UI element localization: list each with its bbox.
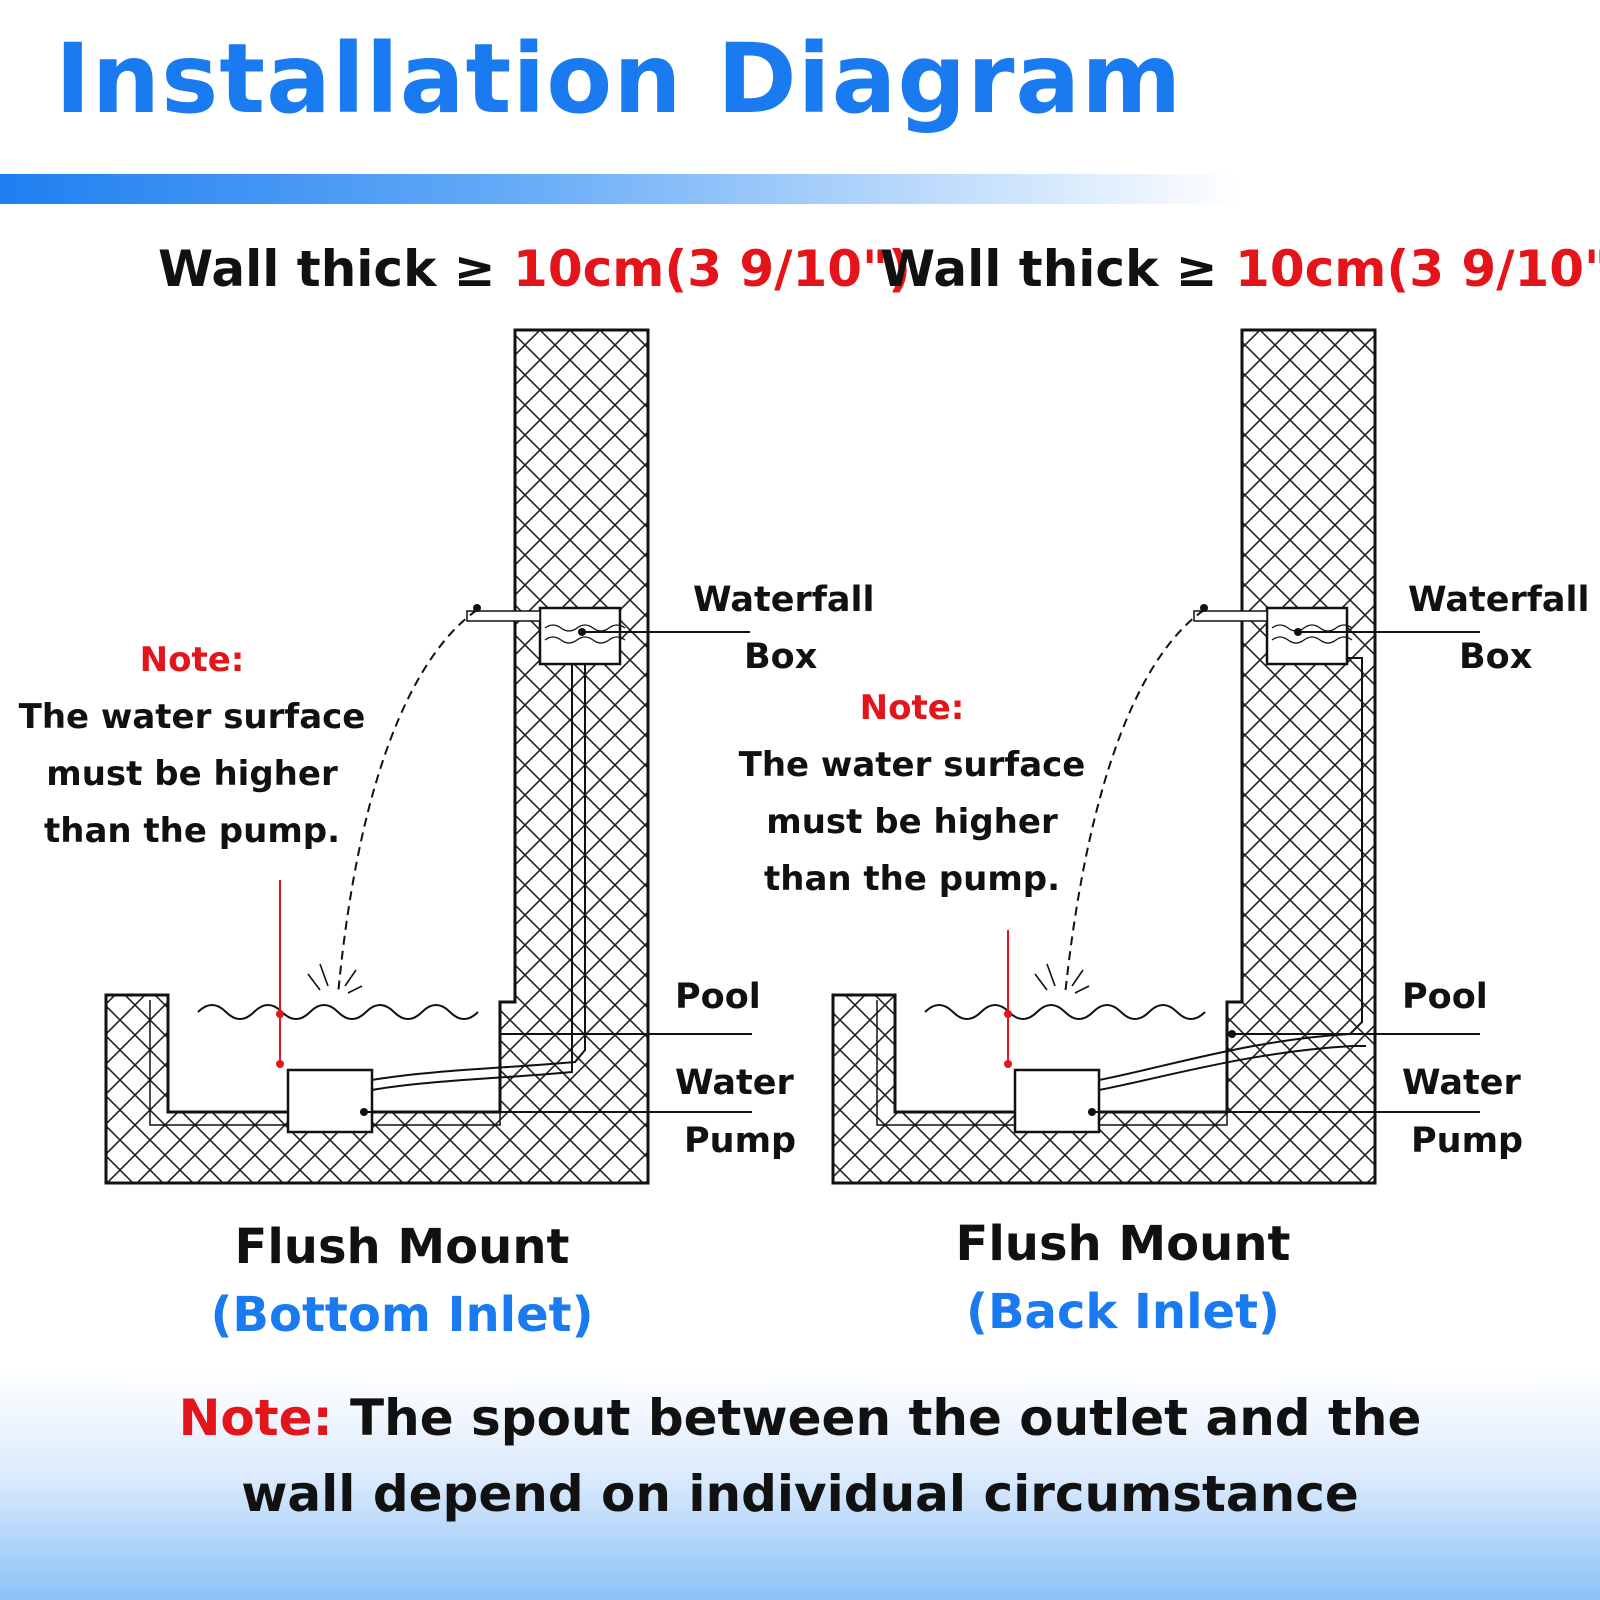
note-water-surface-right: Note: The water surface must be higher t… — [722, 680, 1102, 908]
splash-lines — [1034, 963, 1090, 994]
wall-thickness-label-right: Wall thick ≥ 10cm(3 9/10") — [880, 240, 1600, 298]
diagram-bottom-inlet — [104, 328, 752, 1185]
bottom-note-heading: Note: — [178, 1389, 333, 1447]
water-surface — [924, 1004, 1206, 1020]
water-surface — [197, 1004, 479, 1020]
wall-thickness-prefix: Wall thick ≥ — [158, 240, 514, 298]
caption-back-inlet: Flush Mount (Back Inlet) — [893, 1212, 1353, 1348]
pool-wall-structure — [104, 328, 650, 1185]
wall-thickness-value: 10cm(3 9/10") — [513, 240, 911, 298]
bottom-note-line-2: wall depend on individual circumstance — [241, 1465, 1359, 1523]
water-level-dot-bottom — [276, 1060, 284, 1068]
water-level-dot-bottom — [1004, 1060, 1012, 1068]
caption-title: Flush Mount — [234, 1219, 570, 1275]
note-line: The water surface — [738, 745, 1086, 785]
note-line: than the pump. — [43, 811, 341, 851]
note-line: must be higher — [46, 754, 338, 794]
note-water-surface-left: Note: The water surface must be higher t… — [2, 632, 382, 860]
label-pool: Pool — [675, 977, 761, 1017]
splash-lines — [307, 963, 363, 994]
water-pump — [1013, 1068, 1101, 1134]
waterfall-box-water — [1271, 624, 1353, 644]
waterfall-box — [538, 606, 622, 666]
label-water: Water — [1402, 1063, 1521, 1103]
label-box: Box — [744, 637, 818, 677]
diagram-back-inlet — [831, 328, 1480, 1185]
label-pump: Pump — [684, 1121, 797, 1161]
waterfall-stream — [337, 609, 478, 996]
spout — [466, 610, 541, 622]
caption-bottom-inlet: Flush Mount (Bottom Inlet) — [172, 1215, 632, 1351]
waterfall-stream — [1064, 609, 1205, 996]
label-waterfall: Waterfall — [1408, 580, 1590, 620]
bottom-note-line-1: Note: The spout between the outlet and t… — [0, 1380, 1600, 1456]
bottom-inlet-pipe — [371, 664, 586, 1091]
caption-subtitle: (Bottom Inlet) — [210, 1287, 594, 1343]
water-level-dot-top — [276, 1010, 284, 1018]
spout-tip — [473, 604, 481, 612]
label-pool: Pool — [1402, 977, 1488, 1017]
title-underline-bar — [0, 174, 1240, 204]
pool-wall-structure — [831, 328, 1377, 1185]
label-water: Water — [675, 1063, 794, 1103]
note-line: must be higher — [766, 802, 1058, 842]
note-heading: Note: — [859, 688, 965, 728]
caption-title: Flush Mount — [955, 1216, 1291, 1272]
wall-thickness-label-left: Wall thick ≥ 10cm(3 9/10") — [158, 240, 911, 298]
label-waterfall: Waterfall — [693, 580, 875, 620]
page-title: Installation Diagram — [55, 23, 1183, 135]
spout — [1193, 610, 1268, 622]
note-line: The water surface — [18, 697, 366, 737]
water-pump — [286, 1068, 374, 1134]
waterfall-box-water — [544, 624, 626, 644]
spout-tip — [1200, 604, 1208, 612]
caption-subtitle: (Back Inlet) — [966, 1284, 1280, 1340]
wall-thickness-value: 10cm(3 9/10") — [1235, 240, 1600, 298]
bottom-note-text: The spout between the outlet and the — [332, 1389, 1422, 1447]
waterfall-box — [1265, 606, 1349, 666]
label-box: Box — [1459, 637, 1533, 677]
bottom-note: Note: The spout between the outlet and t… — [0, 1380, 1600, 1532]
note-line: than the pump. — [763, 859, 1061, 899]
wall-thickness-prefix: Wall thick ≥ — [880, 240, 1236, 298]
note-heading: Note: — [139, 640, 245, 680]
water-level-dot-top — [1004, 1010, 1012, 1018]
label-pump: Pump — [1411, 1121, 1524, 1161]
bottom-gradient-band — [0, 1372, 1600, 1600]
